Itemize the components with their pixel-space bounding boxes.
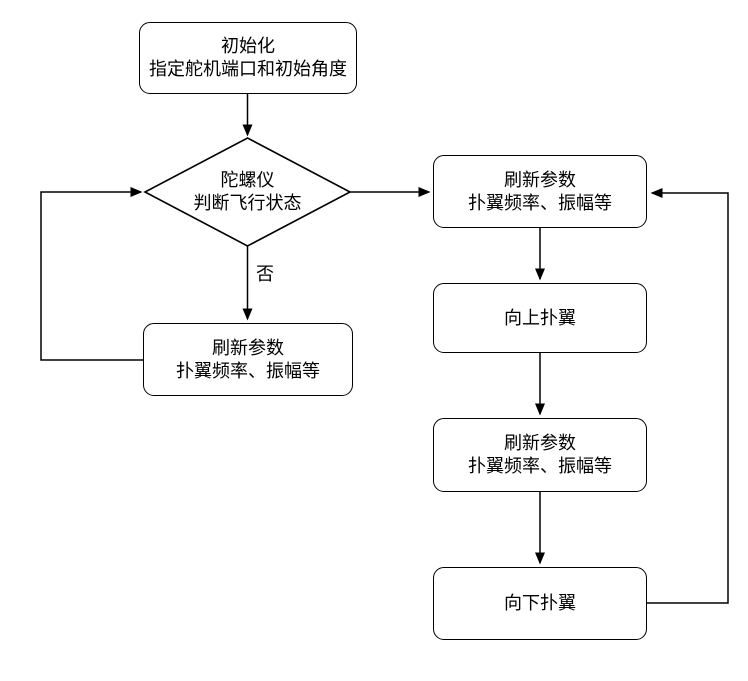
node-gyro-decision-line2: 判断飞行状态	[193, 193, 302, 214]
node-flap-down: 向下扑翼	[433, 567, 647, 640]
node-refresh-params-top: 刷新参数 扑翼频率、振幅等	[433, 155, 647, 228]
connector-refresh-left-to-decision	[40, 187, 143, 361]
node-flap-down-line1: 向下扑翼	[504, 593, 576, 614]
decision-diamond-shape	[143, 137, 352, 247]
node-init-line1: 初始化	[221, 36, 275, 57]
connector-flap-down-to-refresh-top	[647, 188, 729, 604]
node-refresh-params-mid-line1: 刷新参数	[504, 433, 576, 454]
node-flap-up-line1: 向上扑翼	[504, 307, 576, 329]
node-refresh-params-top-line2: 扑翼频率、振幅等	[468, 192, 612, 214]
node-init-line2: 指定舵机端口和初始角度	[149, 59, 347, 80]
edge-label-no: 否	[254, 264, 276, 286]
node-refresh-params-mid: 刷新参数 扑翼频率、振幅等	[433, 418, 647, 492]
node-refresh-params-top-line1: 刷新参数	[504, 169, 576, 191]
node-gyro-decision: 陀螺仪 判断飞行状态	[147, 160, 348, 224]
node-gyro-decision-line1: 陀螺仪	[220, 170, 275, 191]
node-refresh-params-left-line1: 刷新参数	[212, 337, 284, 359]
node-refresh-params-left: 刷新参数 扑翼频率、振幅等	[143, 323, 353, 396]
node-refresh-params-mid-line2: 扑翼频率、振幅等	[468, 456, 612, 477]
node-flap-up: 向上扑翼	[433, 283, 647, 353]
node-init: 初始化 指定舵机端口和初始角度	[139, 22, 357, 94]
node-refresh-params-left-line2: 扑翼频率、振幅等	[176, 360, 320, 382]
